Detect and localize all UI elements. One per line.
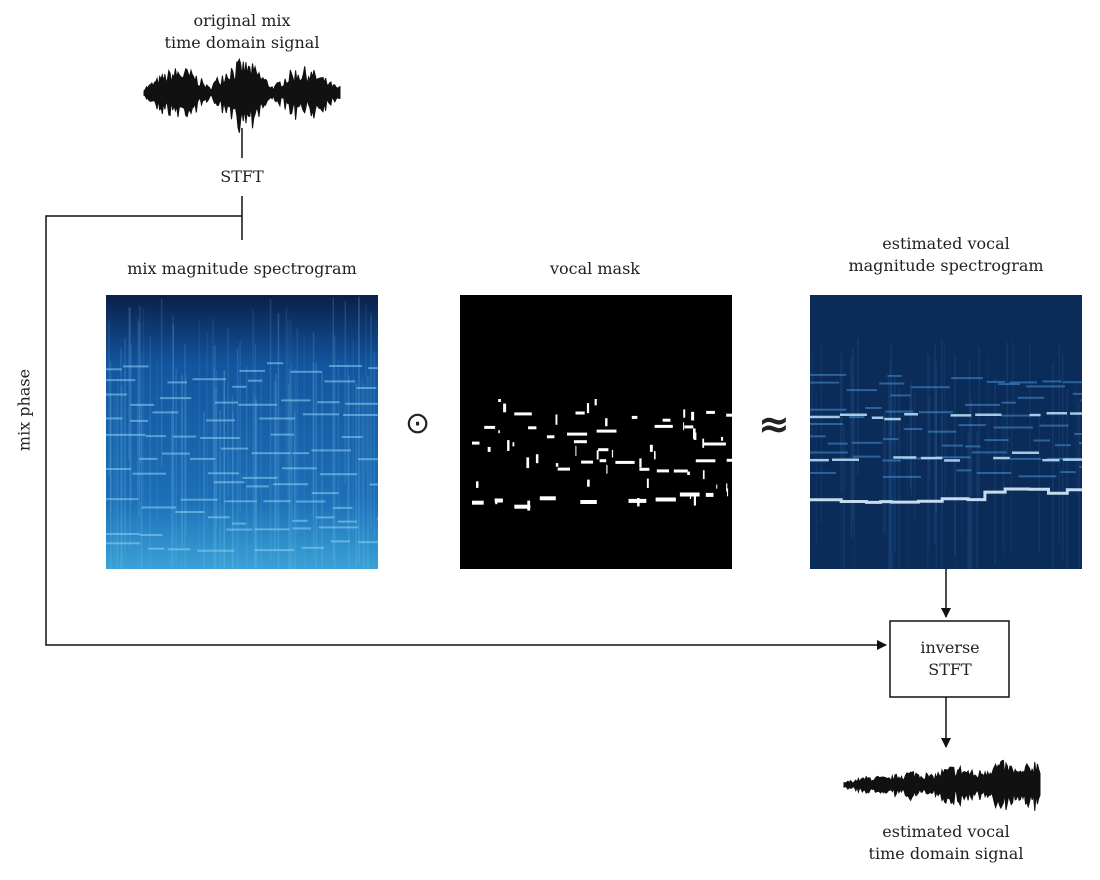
inverse-stft-box [889, 620, 1010, 698]
estimated-vocal-spectrogram [810, 295, 1082, 569]
input-title-line1: original mix [193, 11, 291, 30]
vocal-spectrogram-title-line2: magnitude spectrogram [848, 256, 1044, 275]
vocal-spectrogram-title-line1: estimated vocal [882, 234, 1010, 253]
inverse-stft-line1: inverse [920, 638, 980, 657]
inverse-stft-line2: STFT [928, 660, 972, 679]
stft-label: STFT [220, 167, 264, 186]
mix-spectrogram-title: mix magnitude spectrogram [127, 259, 357, 278]
input-waveform [143, 57, 341, 133]
inverse-stft-label: inverse STFT [920, 637, 979, 681]
output-title: estimated vocal time domain signal [869, 821, 1024, 865]
output-title-line2: time domain signal [868, 844, 1024, 863]
input-title: original mix time domain signal [165, 10, 320, 54]
mix-phase-path [45, 215, 887, 650]
mask-title: vocal mask [550, 259, 640, 278]
output-title-line1: estimated vocal [882, 822, 1010, 841]
mix-phase-label: mix phase [14, 368, 34, 452]
mix-magnitude-spectrogram [106, 295, 378, 569]
vocal-spectrogram-title: estimated vocal magnitude spectrogram [848, 233, 1043, 277]
vocal-mask-image [460, 295, 732, 569]
multiply-operator-icon: ⊙ [405, 406, 431, 441]
input-title-line2: time domain signal [164, 33, 320, 52]
approx-operator-icon: ≈ [758, 402, 790, 446]
output-waveform [843, 759, 1041, 811]
